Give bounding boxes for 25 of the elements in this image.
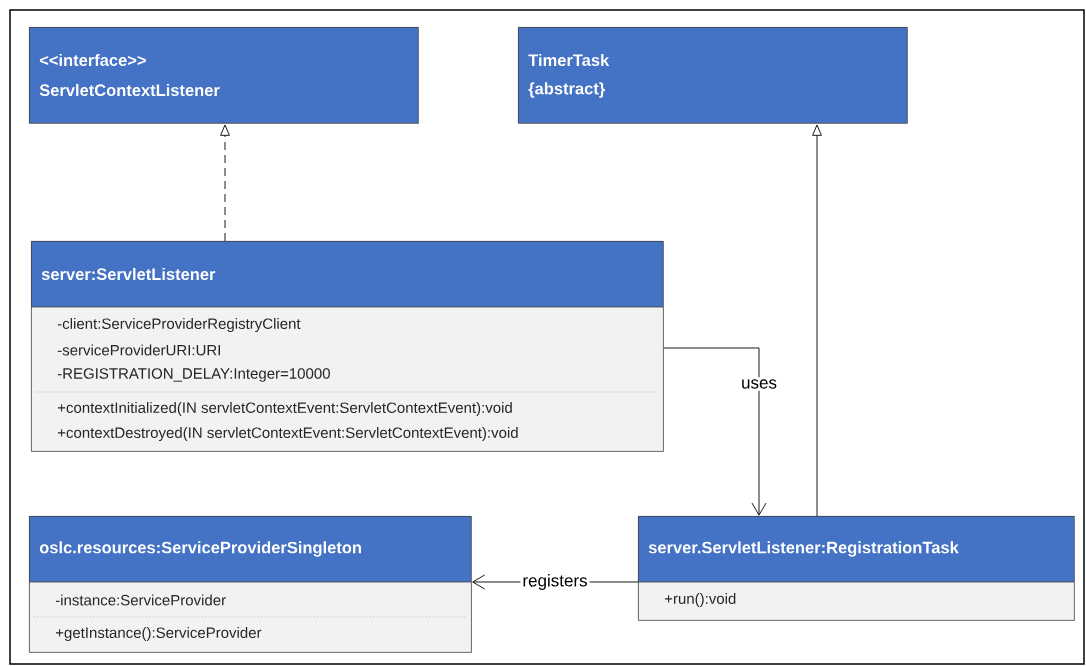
attribute-text: -instance:ServiceProvider: [55, 594, 226, 606]
class-box: [518, 27, 908, 124]
operation-text: +contextDestroyed(IN servletContextEvent:ServletContextEvent):void: [57, 427, 518, 441]
arrow: [663, 347, 767, 516]
class-name: ServletContextListener: [39, 83, 220, 97]
class-name: TimerTask: [528, 53, 610, 67]
attribute-text: -client:ServiceProviderRegistryClient: [57, 318, 301, 332]
class-name: oslc.resources:ServiceProviderSingleton: [39, 541, 361, 557]
class-name: <<interface>>: [39, 53, 146, 67]
attribute-text: -REGISTRATION_DELAY:Integer=10000: [57, 368, 330, 382]
class-box: [28, 516, 472, 653]
edge-label: registers: [523, 574, 587, 590]
operation-text: +getInstance():ServiceProvider: [55, 627, 262, 641]
edge-label: uses: [742, 379, 777, 389]
class-box: [637, 516, 1075, 621]
operation-text: +contextInitialized(IN servletContextEvent:ServletContextEvent):void: [57, 402, 512, 416]
class-name: {abstract}: [528, 82, 605, 98]
arrow: [220, 124, 230, 242]
class-box: [30, 241, 664, 452]
class-name: server.ServletListener:RegistrationTask: [648, 541, 959, 557]
class-name: server:ServletListener: [41, 267, 216, 281]
operation-text: +run():void: [664, 593, 736, 607]
class-box: [29, 27, 419, 124]
arrow: [812, 124, 822, 517]
attribute-text: -serviceProviderURI:URI: [57, 344, 220, 356]
